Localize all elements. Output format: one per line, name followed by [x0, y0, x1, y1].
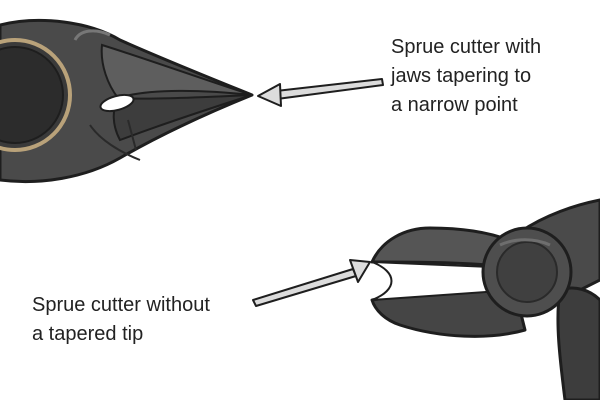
- tapered-cutter-joint-line-2: [127, 119, 137, 151]
- tapered-cutter-pivot-cap: [0, 46, 64, 144]
- flat-cutter-highlight: [499, 238, 551, 247]
- label-tapered-cutter: Sprue cutter with jaws tapering to a nar…: [391, 33, 541, 120]
- arrow-tapered-head: [257, 83, 282, 107]
- tapered-cutter-lower-jaw: [112, 94, 253, 142]
- label-tapered-line-3: a narrow point: [391, 94, 518, 116]
- arrow-to-tapered-tip: [257, 78, 384, 107]
- label-untapered-cutter: Sprue cutter without a tapered tip: [32, 291, 210, 349]
- label-tapered-line-1: Sprue cutter with: [391, 36, 542, 58]
- flat-cutter-lower-handle: [556, 286, 600, 400]
- arrow-untapered-head: [349, 259, 371, 283]
- flat-sprue-cutter: [370, 198, 600, 400]
- arrow-to-untapered-tip: [252, 259, 371, 307]
- label-untapered-line-2: a tapered tip: [32, 323, 144, 345]
- tapered-cutter-joint-line: [89, 124, 141, 161]
- label-untapered-line-1: Sprue cutter without: [32, 294, 210, 316]
- flat-cutter-jaw-gap: [371, 261, 516, 301]
- arrow-tapered-shaft: [275, 78, 384, 100]
- tapered-cutter-highlight: [73, 29, 111, 41]
- tapered-cutter-upper-jaw: [100, 43, 253, 100]
- label-tapered-line-2: jaws tapering to: [391, 65, 532, 87]
- flat-cutter-pivot-cap: [496, 241, 558, 303]
- arrow-untapered-shaft: [252, 268, 357, 307]
- tapered-cutter-pivot-hole: [99, 93, 135, 113]
- tapered-sprue-cutter: [0, 18, 254, 183]
